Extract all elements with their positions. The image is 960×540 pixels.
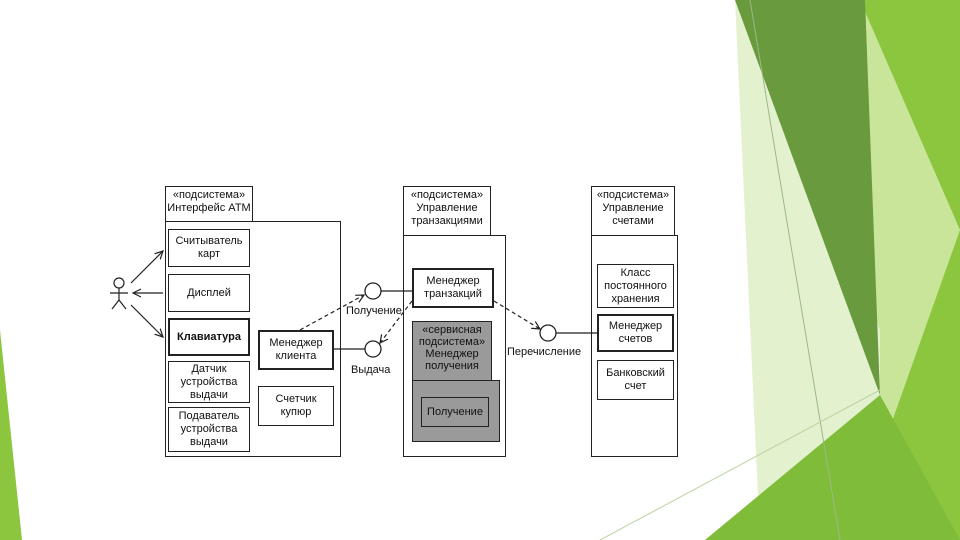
interface-circle-receive xyxy=(364,282,382,300)
right-dark-facet xyxy=(735,0,880,395)
component-dispenser-sensor: Датчик устройства выдачи xyxy=(168,361,250,403)
component-account-manager: Менеджер счетов xyxy=(597,314,674,352)
component-persistent-class: Класс постоянного хранения xyxy=(597,264,674,308)
subsystem-transactions-tab: «подсистема» Управление транзакциями xyxy=(403,186,491,236)
component-withdrawal: Получение xyxy=(421,397,489,427)
transaction-manager-uses-transfer xyxy=(493,300,540,329)
left-green-sliver xyxy=(0,330,22,540)
subsystem-atm-stereotype: «подсистема» xyxy=(172,189,246,201)
component-display: Дисплей xyxy=(168,274,250,312)
service-subsystem-label: «сервисная подсистема» Менеджер получени… xyxy=(418,324,486,372)
actor-to-keypad-arrow xyxy=(130,304,163,337)
component-bill-counter: Счетчик купюр xyxy=(258,386,334,426)
component-bank-account: Банковский счет xyxy=(597,360,674,400)
interface-circle-dispense xyxy=(364,340,382,358)
subsystem-atm-name: Интерфейс ATM xyxy=(167,202,251,214)
component-client-manager: Менеджер клиента xyxy=(258,330,334,370)
component-card-reader: Считыватель карт xyxy=(168,229,250,267)
interface-label-receive: Получение xyxy=(346,305,402,317)
subsystem-accounts-name: Управление счетами xyxy=(602,202,664,227)
client-manager-uses-receive xyxy=(299,295,364,331)
actor-to-card-reader-arrow xyxy=(130,251,163,284)
interface-circle-transfer xyxy=(539,324,557,342)
right-green-facet xyxy=(850,0,960,540)
interface-label-dispense: Выдача xyxy=(351,364,391,376)
subsystem-accounts-tab: «подсистема» Управление счетами xyxy=(591,186,675,236)
interface-label-transfer: Перечисление xyxy=(507,346,582,358)
component-keypad: Клавиатура xyxy=(168,318,250,356)
component-transaction-manager: Менеджер транзакций xyxy=(412,268,494,308)
subsystem-accounts-stereotype: «подсистема» xyxy=(596,189,670,201)
component-dispenser-feeder: Подаватель устройства выдачи xyxy=(168,407,250,452)
right-bottom-facet xyxy=(705,395,960,540)
transaction-manager-uses-dispense xyxy=(380,300,413,343)
service-subsystem-withdrawal-manager: «сервисная подсистема» Менеджер получени… xyxy=(412,321,492,381)
subsystem-transactions-name: Управление транзакциями xyxy=(411,202,483,227)
actor-icon xyxy=(110,277,128,310)
subsystem-transactions-stereotype: «подсистема» xyxy=(410,189,484,201)
